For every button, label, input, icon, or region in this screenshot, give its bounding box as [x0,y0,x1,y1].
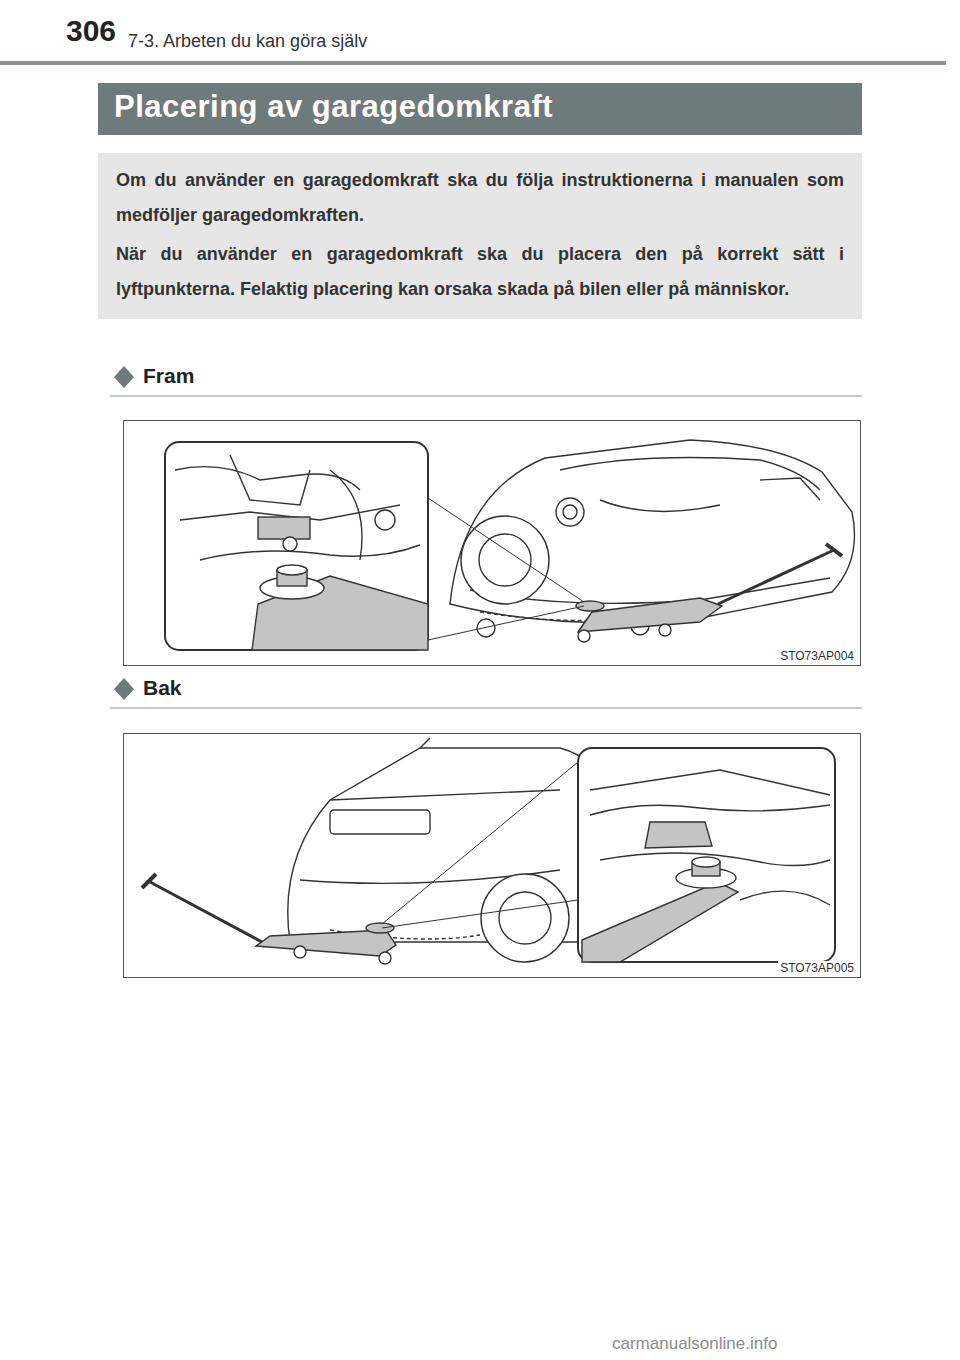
rear-illustration [142,738,835,964]
figure-frame: STO73AP004 [123,420,861,666]
watermark: carmanualsonline.info [612,1334,777,1354]
info-text: När du använder en garagedomkraft ska du… [116,237,844,307]
figure-frame: STO73AP005 [123,733,861,978]
page-title: Placering av garagedomkraft [114,89,553,125]
page-number: 306 [66,14,116,48]
info-box: Om du använder en garagedomkraft ska du … [98,153,862,319]
info-text: Om du använder en garagedomkraft ska du … [116,163,844,233]
section-rule [110,395,862,396]
header-rule [0,61,946,65]
figure-code: STO73AP005 [778,961,856,975]
chapter-header: 7-3. Arbeten du kan göra själv [128,31,367,52]
section-diamond [114,366,134,388]
section-heading: Fram [143,364,194,388]
section-rule [110,707,862,708]
section-heading: Bak [143,676,182,700]
front-illustration [165,440,855,650]
figure-code: STO73AP004 [778,649,856,663]
title-band [98,83,862,135]
section-diamond [114,678,134,700]
